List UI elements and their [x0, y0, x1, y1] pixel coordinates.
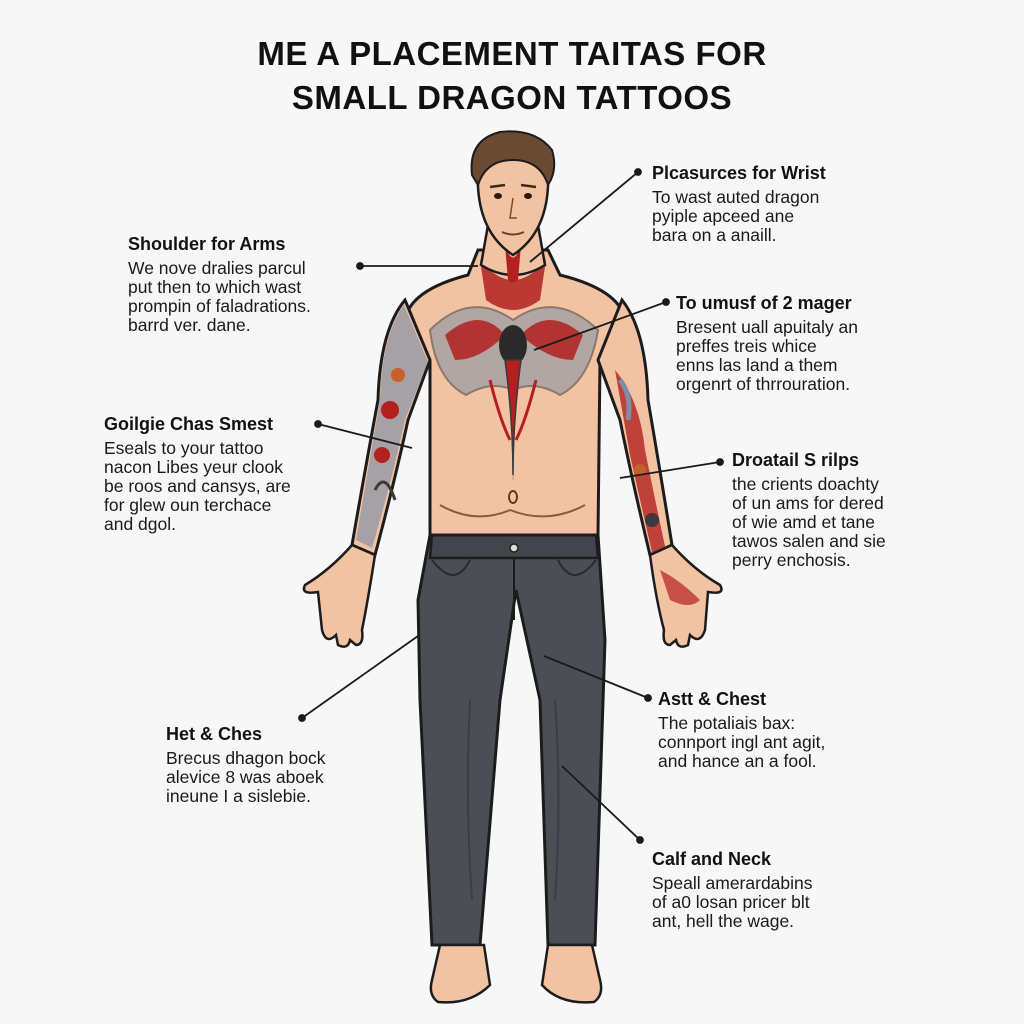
callout-text: of a0 losan pricer blt: [652, 892, 810, 912]
callout-het-ches: Het & Ches Brecus dhagon bock alevice 8 …: [166, 723, 326, 806]
callout-heading: Droatail S rilps: [732, 450, 860, 470]
right-arm: [596, 297, 674, 565]
callout-wrist: Plcasurces for Wrist To wast auted drago…: [652, 162, 826, 245]
leader-umusf: [533, 301, 667, 351]
callout-text: We nove dralies parcul: [128, 258, 306, 278]
left-hand: [302, 543, 377, 648]
callout-text: the crients doachty: [732, 474, 879, 494]
callout-text: of wie amd et tane: [732, 512, 875, 532]
callout-shoulder-arms: Shoulder for Arms We nove dralies parcul…: [128, 233, 311, 335]
callout-text: tawos salen and sie: [732, 531, 886, 551]
callout-heading: Het & Ches: [166, 724, 263, 744]
title-line-1: ME A PLACEMENT TAITAS FOR: [257, 35, 767, 72]
callout-heading: Goilgie Chas Smest: [104, 414, 274, 434]
callout-text: and hance an a fool.: [658, 751, 817, 771]
page-title: ME A PLACEMENT TAITAS FOR SMALL DRAGON T…: [0, 32, 1024, 120]
left-arm: [350, 297, 432, 558]
callout-text: Bresent uall apuitaly an: [676, 317, 858, 337]
callout-text: Brecus dhagon bock: [166, 748, 326, 768]
callout-text: perry enchosis.: [732, 550, 851, 570]
callout-text: ant, hell the wage.: [652, 911, 795, 931]
callout-text: bara on a anaill.: [652, 225, 777, 245]
callout-text: pyiple apceed ane: [652, 206, 795, 226]
title-line-2: SMALL DRAGON TATTOOS: [291, 79, 733, 116]
callout-text: The potaliais bax:: [658, 713, 796, 733]
jeans: [416, 533, 607, 947]
leader-calf: [561, 765, 641, 841]
callout-text: barrd ver. dane.: [128, 315, 251, 335]
callout-droatail: Droatail S rilps the crients doachty of …: [732, 449, 886, 570]
callout-text: of un ams for dered: [732, 493, 884, 513]
callout-heading: Plcasurces for Wrist: [652, 163, 826, 183]
callout-text: and dgol.: [104, 514, 177, 534]
chest-tattoo: [428, 260, 600, 476]
leader-astt: [543, 655, 649, 699]
callout-text: be roos and cansys, are: [104, 476, 291, 496]
callout-astt-chest: Astt & Chest The potaliais bax: connport…: [658, 688, 825, 771]
leader-het: [301, 635, 419, 719]
leader-droatail: [619, 461, 721, 479]
callout-text: alevice 8 was aboek: [166, 767, 324, 787]
callout-text: Eseals to your tattoo: [104, 438, 264, 458]
callout-calf-neck: Calf and Neck Speall amerardabins of a0 …: [652, 848, 813, 931]
callout-text: ineune I a sislebie.: [166, 786, 311, 806]
right-hand: [648, 543, 723, 648]
callout-goilgie-chas: Goilgie Chas Smest Eseals to your tattoo…: [104, 413, 291, 534]
callout-text: connport ingl ant agit,: [658, 732, 826, 752]
callout-umusf: To umusf of 2 mager Bresent uall apuital…: [676, 292, 858, 394]
callout-text: To wast auted dragon: [652, 187, 820, 207]
feet: [429, 943, 603, 1004]
callout-heading: To umusf of 2 mager: [676, 293, 852, 313]
callout-heading: Astt & Chest: [658, 689, 767, 709]
leader-lines: [298, 168, 724, 844]
head: [470, 130, 556, 257]
leader-wrist: [529, 171, 639, 263]
callout-heading: Calf and Neck: [652, 849, 772, 869]
callout-text: for glew oun terchace: [104, 495, 272, 515]
callout-text: preffes treis whice: [676, 336, 817, 356]
callout-text: prompin of faladrations.: [128, 296, 311, 316]
callout-text: enns las land a them: [676, 355, 838, 375]
callout-text: nacon Libes yeur clook: [104, 457, 283, 477]
callout-text: Speall amerardabins: [652, 873, 813, 893]
callout-text: orgenrt of thrrouration.: [676, 374, 851, 394]
callout-heading: Shoulder for Arms: [128, 234, 286, 254]
leader-goilgie: [317, 423, 413, 449]
callout-text: put then to which wast: [128, 277, 302, 297]
